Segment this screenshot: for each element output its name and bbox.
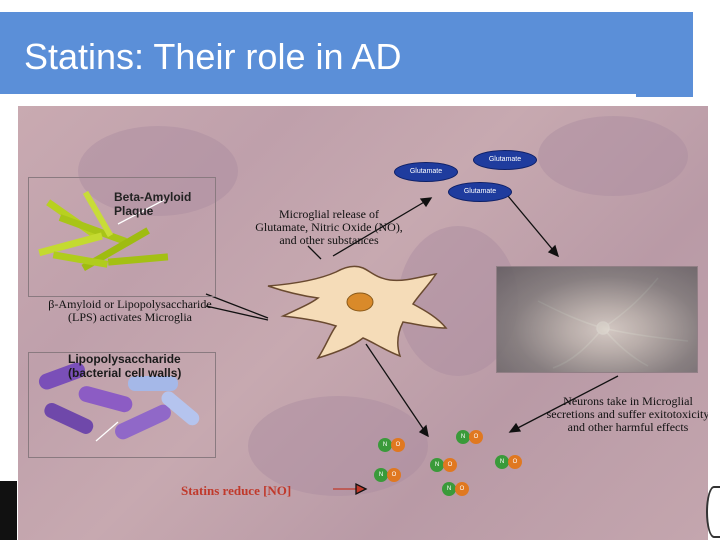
amyloid-label: Beta-Amyloid Plaque bbox=[114, 190, 192, 218]
background-cell bbox=[78, 126, 238, 216]
slide-header: Statins: Their role in AD bbox=[0, 0, 720, 100]
lps-photo bbox=[28, 352, 216, 458]
diagram-canvas: Beta-Amyloid Plaque Lipopolysaccharide (… bbox=[18, 106, 708, 540]
statins-caption: Statins reduce [NO] bbox=[181, 483, 292, 498]
slide-title: Statins: Their role in AD bbox=[24, 36, 402, 77]
lps-label: Lipopolysaccharide (bacterial cell walls… bbox=[68, 352, 182, 380]
header-divider bbox=[0, 99, 720, 105]
institution-logo-left bbox=[0, 481, 17, 540]
institution-seal-right bbox=[706, 486, 720, 538]
header-band-edge bbox=[693, 12, 720, 97]
neurons-caption: Neurons take in Microglial secretions an… bbox=[546, 394, 708, 434]
activates-caption: β-Amyloid or Lipopolysaccharide (LPS) ac… bbox=[48, 297, 212, 324]
glutamate-molecule: Glutamate bbox=[473, 150, 537, 170]
release-caption: Microglial release of Glutamate, Nitric … bbox=[255, 207, 403, 247]
microglia-nucleus bbox=[346, 292, 374, 312]
lps-bacteria bbox=[38, 362, 200, 440]
glutamate-molecule: Glutamate bbox=[448, 182, 512, 202]
amyloid-crystals bbox=[38, 190, 169, 271]
neuron-photo bbox=[496, 266, 698, 373]
microglia-cell bbox=[267, 265, 448, 360]
amyloid-photo bbox=[28, 177, 216, 297]
title-underline bbox=[0, 94, 636, 97]
glutamate-molecule: Glutamate bbox=[394, 162, 458, 182]
background-cell bbox=[538, 116, 688, 196]
header-band bbox=[0, 12, 693, 97]
